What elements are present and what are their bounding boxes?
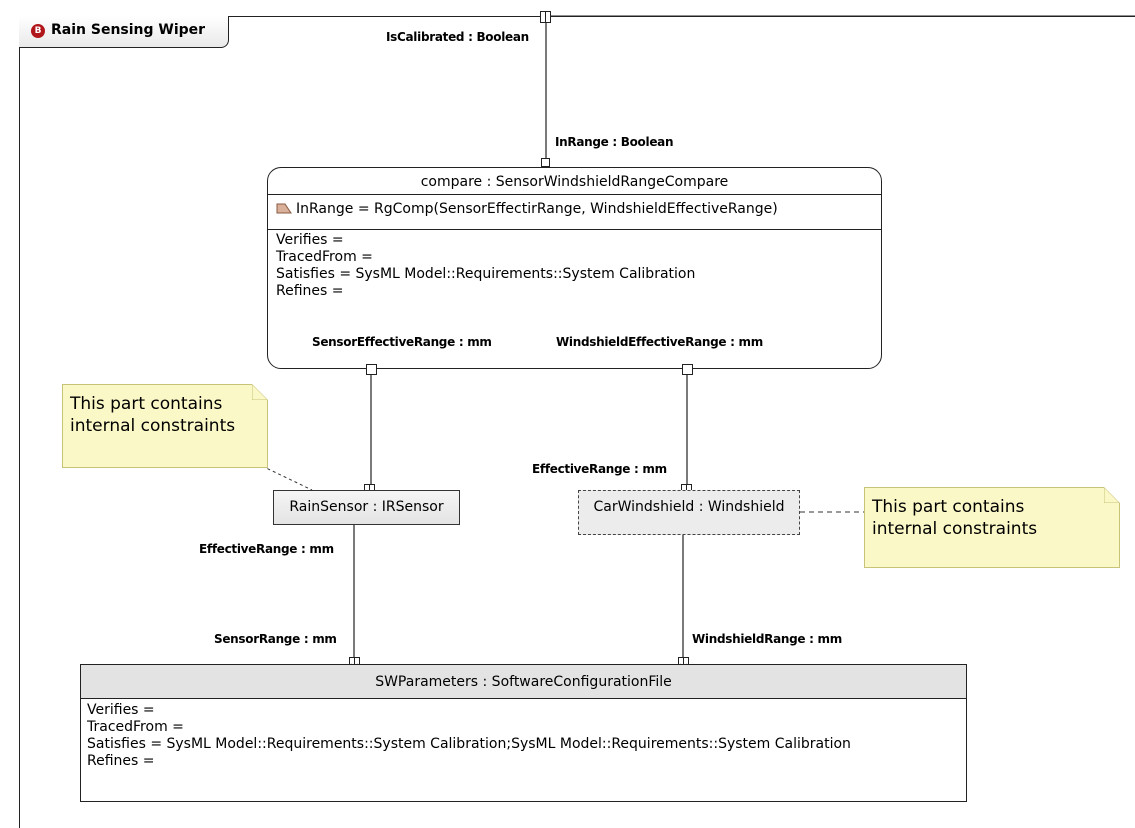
note-fold-icon bbox=[252, 384, 268, 400]
carwindshield-part[interactable]: CarWindshield : Windshield bbox=[578, 490, 800, 535]
carwindshield-effectiverange-label: EffectiveRange : mm bbox=[532, 462, 667, 476]
rainsensor-effectiverange-label: EffectiveRange : mm bbox=[199, 542, 334, 556]
diagram-title-tab: B Rain Sensing Wiper bbox=[19, 16, 229, 48]
note-right-line1: This part contains bbox=[872, 497, 1025, 517]
compare-satisfies: Satisfies = SysML Model::Requirements::S… bbox=[276, 266, 696, 282]
constraint-icon bbox=[276, 203, 292, 214]
sw-refines: Refines = bbox=[87, 753, 155, 769]
sensoreffectiverange-label: SensorEffectiveRange : mm bbox=[312, 335, 492, 349]
inrange-label: InRange : Boolean bbox=[555, 135, 674, 149]
note-left-line1: This part contains bbox=[70, 394, 223, 414]
swparameters-title: SWParameters : SoftwareConfigurationFile bbox=[375, 674, 672, 690]
compare-divider bbox=[268, 229, 881, 230]
iscalibrated-port[interactable] bbox=[540, 11, 551, 23]
sensorrange-label: SensorRange : mm bbox=[214, 632, 337, 646]
note-right-line2: internal constraints bbox=[872, 519, 1038, 539]
rainsensor-part[interactable]: RainSensor : IRSensor bbox=[273, 490, 460, 525]
port-arrow-icon bbox=[545, 12, 546, 22]
note-left[interactable]: This part contains internal constraints bbox=[62, 384, 268, 468]
sensoreffectiverange-port[interactable] bbox=[366, 364, 377, 375]
note-fold-icon bbox=[1104, 487, 1120, 503]
compare-tracedfrom: TracedFrom = bbox=[276, 249, 373, 265]
compare-divider bbox=[268, 194, 881, 195]
compare-title: compare : SensorWindshieldRangeCompare bbox=[420, 174, 729, 190]
sw-verifies: Verifies = bbox=[87, 702, 155, 718]
constraint-text: InRange = RgComp(SensorEffectirRange, Wi… bbox=[296, 201, 778, 217]
block-definition-icon: B bbox=[31, 24, 45, 38]
note-right[interactable]: This part contains internal constraints bbox=[864, 487, 1120, 568]
compare-refines: Refines = bbox=[276, 283, 344, 299]
sw-tracedfrom: TracedFrom = bbox=[87, 719, 184, 735]
windshieldeffectiverange-port[interactable] bbox=[682, 364, 693, 375]
windshieldrange-label: WindshieldRange : mm bbox=[692, 632, 842, 646]
swparameters-block[interactable]: SWParameters : SoftwareConfigurationFile… bbox=[80, 664, 967, 802]
diagram-frame bbox=[19, 16, 1135, 828]
note-left-line2: internal constraints bbox=[70, 416, 236, 436]
compare-constraint-block[interactable]: compare : SensorWindshieldRangeCompare I… bbox=[267, 167, 882, 369]
sw-satisfies: Satisfies = SysML Model::Requirements::S… bbox=[87, 736, 851, 752]
constraint-expression: InRange = RgComp(SensorEffectirRange, Wi… bbox=[276, 201, 778, 217]
diagram-title: Rain Sensing Wiper bbox=[51, 22, 206, 38]
inrange-port[interactable] bbox=[541, 158, 550, 167]
compare-verifies: Verifies = bbox=[276, 232, 344, 248]
windshieldeffectiverange-label: WindshieldEffectiveRange : mm bbox=[556, 335, 763, 349]
iscalibrated-label: IsCalibrated : Boolean bbox=[386, 30, 529, 44]
swparameters-header: SWParameters : SoftwareConfigurationFile bbox=[81, 665, 966, 699]
